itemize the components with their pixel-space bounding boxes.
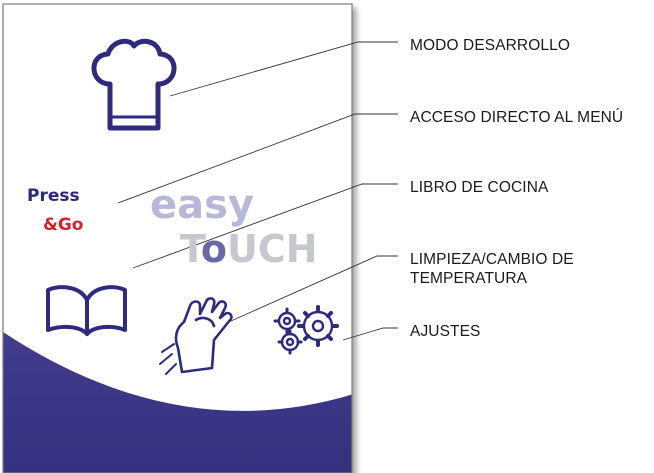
easy-touch-logo: easy ToUCH [150, 182, 318, 271]
leader-settings [342, 327, 398, 341]
easy-touch-uch: UCH [227, 227, 318, 271]
label-chef-mode: MODO DESARROLLO [410, 37, 570, 54]
label-direct-access: ACCESO DIRECTO AL MENÚ [410, 109, 624, 126]
bottom-wave-band [3, 331, 352, 473]
label-cleaning-line1: LIMPIEZA/CAMBIO DE [410, 251, 574, 268]
chef-hat-icon[interactable] [91, 38, 177, 131]
easy-touch-bottom: ToUCH [180, 227, 318, 271]
gear-large [297, 305, 339, 347]
label-cleaning: LIMPIEZA/CAMBIO DE TEMPERATURA [410, 250, 650, 288]
press-go-logo[interactable]: Press &Go [27, 186, 83, 235]
leader-chef-mode [169, 41, 398, 97]
leader-direct-access [117, 113, 398, 204]
label-cleaning-line2: TEMPERATURA [410, 270, 528, 287]
leader-cleaning [221, 255, 398, 326]
press-go-bottom: &Go [43, 215, 83, 235]
gear-small-bottom [277, 329, 303, 355]
easy-touch-top: easy [150, 182, 254, 228]
gears-icon[interactable] [273, 305, 339, 355]
label-settings: AJUSTES [410, 323, 481, 340]
gear-small-top [273, 307, 301, 335]
press-go-top: Press [27, 186, 80, 206]
easy-touch-o: o [201, 227, 227, 271]
book-icon[interactable] [46, 285, 127, 336]
label-cookbook: LIBRO DE COCINA [410, 179, 549, 196]
leader-lines [117, 41, 398, 341]
cleaning-hand-icon[interactable] [159, 297, 233, 375]
leader-cookbook [132, 183, 398, 269]
screen-panel [2, 3, 353, 473]
